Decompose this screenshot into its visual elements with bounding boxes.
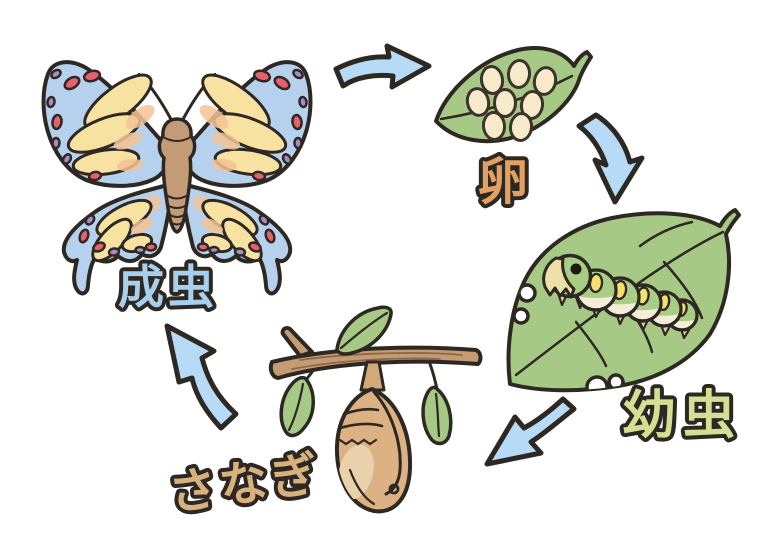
branch-fork bbox=[280, 325, 314, 358]
chrysalis-dot bbox=[388, 483, 400, 495]
butterfly-body bbox=[157, 117, 197, 234]
cycle-arrow-larva-to-pupa bbox=[484, 396, 577, 467]
branch-texture bbox=[291, 352, 463, 370]
butterfly-left-half bbox=[41, 60, 175, 296]
egg-cluster bbox=[465, 59, 558, 142]
egg-stage: 卵 bbox=[434, 45, 593, 215]
branch-leaf-left bbox=[279, 370, 315, 438]
label-adult: 成虫 bbox=[118, 260, 218, 314]
butterfly-right-half bbox=[179, 60, 313, 296]
chrysalis bbox=[334, 360, 413, 514]
label-pupa: さなぎ bbox=[165, 446, 324, 523]
wing-spots-upper bbox=[46, 68, 103, 182]
wing-spots-lower bbox=[78, 214, 158, 257]
wing-panels-upper bbox=[66, 73, 155, 177]
chrysalis-details bbox=[338, 390, 402, 506]
caterpillar bbox=[542, 253, 699, 340]
caterpillar-jaw bbox=[542, 256, 576, 299]
adult-butterfly bbox=[41, 60, 313, 296]
cycle-arrow-egg-to-larva bbox=[576, 112, 645, 205]
larva-stage: 幼虫 bbox=[506, 208, 743, 450]
caterpillar-head bbox=[542, 253, 593, 299]
label-larva: 幼虫 bbox=[623, 386, 743, 446]
cycle-arrow-pupa-to-adult bbox=[164, 323, 239, 431]
chrysalis-shading bbox=[338, 444, 374, 500]
label-egg: 卵 bbox=[478, 153, 528, 211]
chrysalis-stem bbox=[359, 360, 386, 392]
cycle-arrow-adult-to-egg bbox=[333, 43, 432, 90]
branch-leaf-right bbox=[421, 362, 453, 446]
branch-leaf-top bbox=[335, 305, 393, 356]
caterpillar-eye bbox=[570, 263, 582, 275]
